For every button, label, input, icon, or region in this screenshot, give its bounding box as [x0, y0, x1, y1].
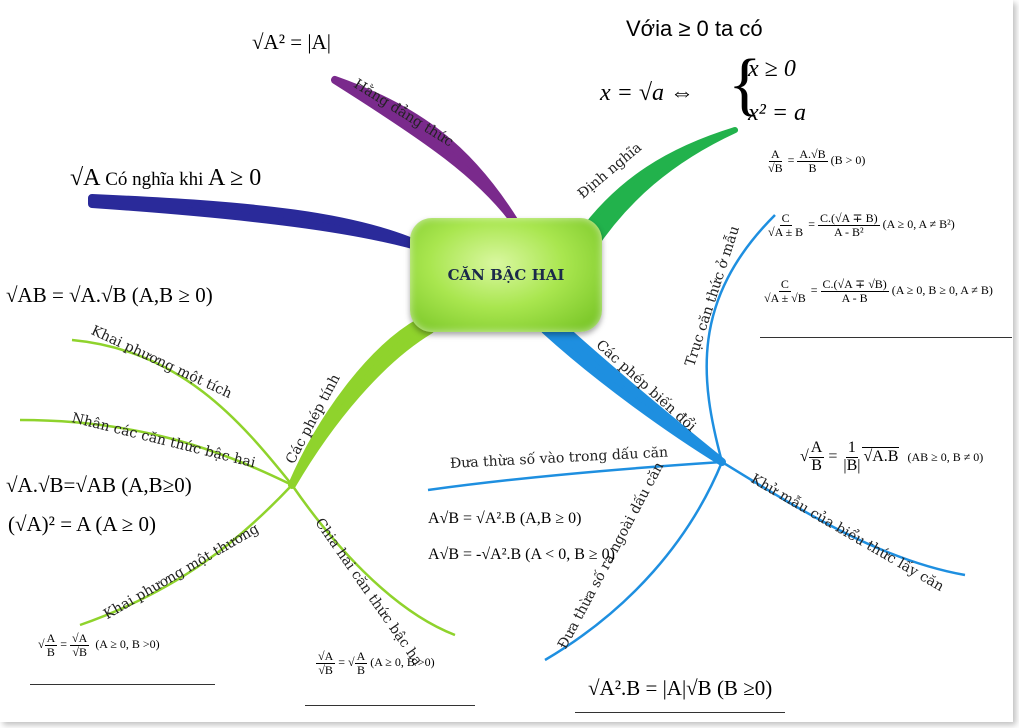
truc1-cond: (B > 0) [830, 152, 866, 167]
divider-dua-ra [575, 712, 785, 713]
formula-co-nghia-cond: A ≥ 0 [208, 165, 262, 191]
formula-binh-phuong: (√A)² = A (A ≥ 0) [8, 512, 156, 536]
subbranch-dua-vao [427, 460, 723, 492]
branch-hang-dang-thuc [331, 76, 519, 226]
thuong-cond: (A ≥ 0, B >0) [95, 636, 160, 651]
khu-mau-cond: (AB ≥ 0, B ≠ 0) [907, 449, 984, 464]
subbranch-truc-can-thuc [705, 214, 776, 463]
formula-hang-dang-thuc: √A² = |A| [252, 30, 331, 54]
branch-co-nghia [88, 194, 434, 254]
subbranch-khai-phuong-tich [71, 338, 293, 486]
formula-truc-3: C√A ± √B = C.(√A ∓ √B)A - B (A ≥ 0, B ≥ … [764, 277, 993, 305]
formula-co-nghia-sqrt: √A [70, 165, 100, 191]
chia-cond: (A ≥ 0, B >0) [370, 654, 435, 669]
subbranch-dua-ra [544, 461, 724, 662]
formula-co-nghia-text: Có nghĩa khi [105, 169, 204, 190]
formula-dua-vao-2: A√B = -√A².B (A < 0, B ≥ 0) [428, 546, 615, 563]
formula-truc-2: C√A ± B = C.(√A ∓ B)A - B² (A ≥ 0, A ≠ B… [768, 211, 955, 239]
subbranch-nhan-can-thuc [19, 418, 293, 487]
formula-dua-vao-1: A√B = √A².B (A,B ≥ 0) [428, 510, 582, 527]
subbranch-khai-phuong-thuong [79, 484, 293, 627]
branch-dinh-nghia [577, 127, 738, 253]
divider-thuong [30, 684, 215, 685]
dinh-nghia-case2: x² = a [748, 100, 807, 126]
formula-co-nghia: √A Có nghĩa khi A ≥ 0 [70, 165, 261, 192]
dinh-nghia-case1: x ≥ 0 [748, 56, 796, 82]
dinh-nghia-brace: { [728, 46, 762, 123]
dinh-nghia-title: Vớia ≥ 0 ta có [626, 16, 763, 41]
formula-dua-ra: √A².B = |A|√B (B ≥0) [588, 676, 773, 700]
truc2-cond: (A ≥ 0, A ≠ B²) [882, 216, 955, 231]
subbranch-chia-can-thuc [290, 484, 456, 637]
formula-khai-phuong-tich: √AB = √A.√B (A,B ≥ 0) [6, 283, 213, 307]
formula-nhan-can-thuc: √A.√B=√AB (A,B≥0) [6, 473, 192, 497]
divider-truc [760, 337, 1012, 338]
subbranch-khu-mau [721, 460, 966, 577]
dinh-nghia-left: x = √a ⇔ [600, 80, 695, 106]
center-title: CĂN BẬC HAI [447, 266, 565, 284]
center-node: CĂN BẬC HAI [410, 218, 602, 332]
divider-chia [305, 705, 475, 706]
truc3-cond: (A ≥ 0, B ≥ 0, A ≠ B) [891, 282, 993, 297]
